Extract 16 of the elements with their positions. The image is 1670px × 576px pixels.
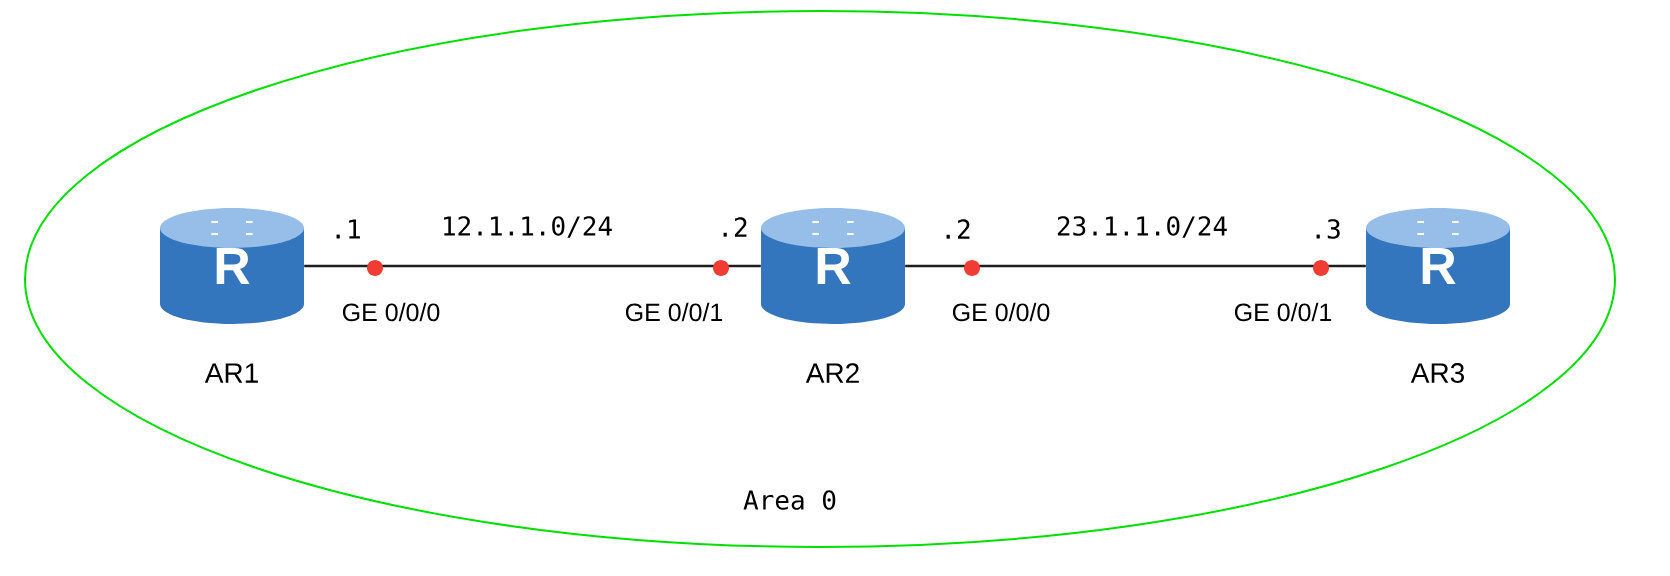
interface-label: GE 0/0/0 bbox=[342, 302, 440, 322]
address-label: .1 bbox=[336, 219, 360, 239]
link-line bbox=[905, 264, 1366, 268]
link-line bbox=[304, 264, 761, 268]
router-label: AR3 bbox=[1410, 363, 1464, 383]
interface-label: GE 0/0/1 bbox=[625, 302, 723, 322]
address-label: .3 bbox=[1316, 219, 1340, 239]
edge-label: 12.1.1.0/24 bbox=[439, 215, 615, 239]
interface-label: GE 0/0/1 bbox=[1234, 302, 1332, 322]
address-label: .2 bbox=[723, 217, 747, 237]
router-label: AR1 bbox=[204, 363, 258, 383]
area-label: Area 0 bbox=[743, 490, 836, 510]
edge-label: 23.1.1.0/24 bbox=[1054, 215, 1230, 239]
router-label: AR2 bbox=[805, 363, 859, 383]
interface-label: GE 0/0/0 bbox=[952, 302, 1050, 322]
address-label: .2 bbox=[946, 219, 970, 239]
